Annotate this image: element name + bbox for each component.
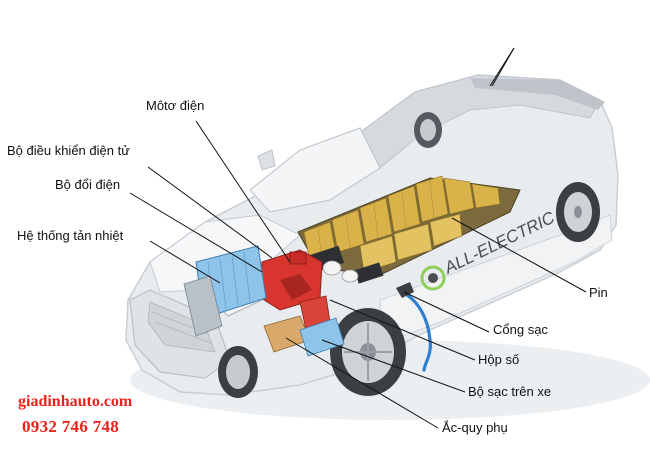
onboard-charger (299, 317, 345, 357)
label-onboard-charger: Bộ sạc trên xe (468, 384, 552, 399)
leader-battery (451, 217, 587, 293)
wheel-front (330, 308, 406, 396)
label-aux-battery: Ắc-quy phụ (442, 420, 508, 435)
label-controller: Bộ điều khiển điện tử (7, 143, 130, 158)
label-gearbox: Hộp số (478, 352, 520, 367)
leader-motor (195, 120, 291, 263)
motor-assembly (257, 249, 359, 331)
leader-aux-battery (285, 337, 439, 429)
wheels (218, 112, 600, 398)
leader-gearbox (329, 299, 476, 361)
wheel-rear (556, 182, 600, 242)
leader-charge-port (403, 291, 490, 333)
label-inverter: Bộ đổi điện (55, 177, 121, 192)
charge-cable (396, 282, 432, 372)
leader-inverter (129, 192, 263, 273)
battery-pack (297, 175, 521, 284)
label-cooling: Hệ thống tản nhiệt (17, 228, 124, 243)
leader-antenna (489, 47, 515, 87)
brand-website: giadinhauto.com (18, 393, 133, 410)
wheel-rear-left (414, 112, 442, 148)
label-motor: Môtơ điện (146, 98, 205, 113)
label-charge-port: Cổng sạc (493, 322, 548, 337)
leader-lines (129, 47, 587, 429)
wheel-front-left (218, 346, 258, 398)
leader-controller (147, 166, 273, 259)
brand-phone: 0932 746 748 (22, 417, 120, 436)
leader-onboard-charger (321, 339, 466, 393)
label-battery: Pin (589, 285, 608, 300)
leader-cooling (149, 240, 221, 284)
